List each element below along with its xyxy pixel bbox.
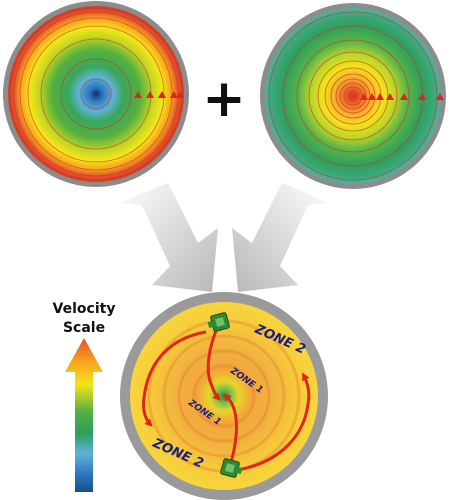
- left-velocity-disc: [3, 1, 189, 187]
- tool-holder-icon: [207, 312, 230, 332]
- merge-arrow-right-icon: [232, 183, 330, 292]
- rotation-arrow-icon: [237, 372, 311, 472]
- rotation-arrow-icon: [223, 393, 238, 467]
- tool-holder-icon: [220, 458, 243, 478]
- merge-arrow-left-icon: [118, 183, 218, 292]
- bottom-combined-disc: ZONE 2 ZONE 2 ZONE 1 ZONE 1: [120, 292, 328, 500]
- rotation-arrow-icon: [206, 325, 221, 401]
- right-velocity-disc: [260, 3, 446, 189]
- velocity-scale-subtitle: Scale: [63, 320, 105, 336]
- plus-icon: +: [202, 69, 246, 129]
- rotation-arrow-icon: [142, 330, 207, 427]
- velocity-scale-title: Velocity: [53, 301, 116, 317]
- velocity-scale-arrow: [65, 338, 103, 492]
